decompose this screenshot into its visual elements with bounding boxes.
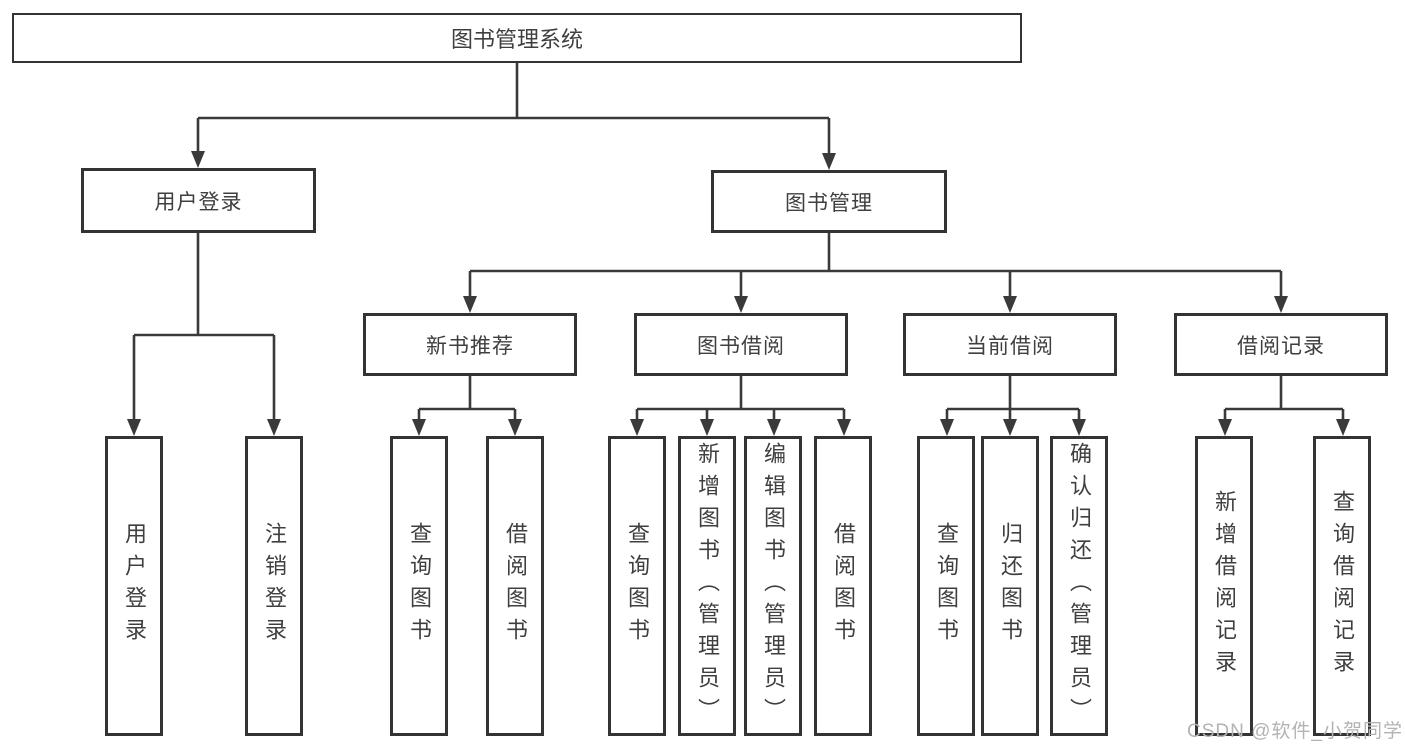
node-current-query-books: 查询图书: [917, 436, 975, 736]
node-borrowing-query-books: 查询图书: [608, 436, 666, 736]
node-borrowing-records: 借阅记录: [1174, 313, 1388, 376]
node-label: 查询借阅记录: [1330, 490, 1355, 682]
node-label: 借阅图书: [831, 522, 856, 650]
node-label: 查询图书: [407, 522, 432, 650]
arrowheads: [127, 151, 1350, 436]
node-book-management: 图书管理: [711, 170, 947, 233]
node-current-return-books: 归还图书: [981, 436, 1039, 736]
node-records-query-record: 查询借阅记录: [1313, 436, 1371, 736]
node-label: 新增借阅记录: [1212, 490, 1237, 682]
node-recommend-query-books: 查询图书: [390, 436, 448, 736]
node-label: 注销登录: [262, 522, 287, 650]
csdn-watermark: CSDN @软件_小贺同学: [1187, 721, 1403, 742]
node-user-login: 用户登录: [105, 436, 163, 736]
node-label: 查询图书: [625, 522, 650, 650]
node-label: 归还图书: [998, 522, 1023, 650]
node-label: 用户登录: [154, 190, 243, 214]
node-borrowing-add-books-admin: 新增图书（管理员）: [678, 436, 736, 736]
node-label: 借阅图书: [503, 522, 528, 650]
node-label: 编辑图书（管理员）: [761, 442, 786, 730]
node-library-system: 图书管理系统: [12, 13, 1022, 63]
node-book-borrowing: 图书借阅: [634, 313, 848, 376]
node-label: 查询图书: [934, 522, 959, 650]
node-recommend-borrow-books: 借阅图书: [486, 436, 544, 736]
node-label: 确认归还（管理员）: [1067, 442, 1092, 730]
node-label: 图书管理: [785, 191, 873, 215]
node-current-borrowing: 当前借阅: [903, 313, 1117, 376]
node-borrowing-edit-books-admin: 编辑图书（管理员）: [744, 436, 802, 736]
node-user-login-group: 用户登录: [81, 168, 316, 233]
node-logout-login: 注销登录: [245, 436, 303, 736]
node-label: 用户登录: [122, 522, 147, 650]
node-current-confirm-return-admin: 确认归还（管理员）: [1050, 436, 1108, 736]
node-label: 借阅记录: [1237, 334, 1325, 358]
node-label: 图书管理系统: [450, 27, 583, 52]
node-label: 当前借阅: [966, 334, 1054, 358]
node-records-add-record: 新增借阅记录: [1195, 436, 1253, 736]
node-borrowing-borrow-books: 借阅图书: [814, 436, 872, 736]
node-new-book-recommend: 新书推荐: [363, 313, 577, 376]
node-label: 图书借阅: [697, 334, 785, 358]
node-label: 新增图书（管理员）: [695, 442, 720, 730]
node-label: 新书推荐: [426, 334, 514, 358]
